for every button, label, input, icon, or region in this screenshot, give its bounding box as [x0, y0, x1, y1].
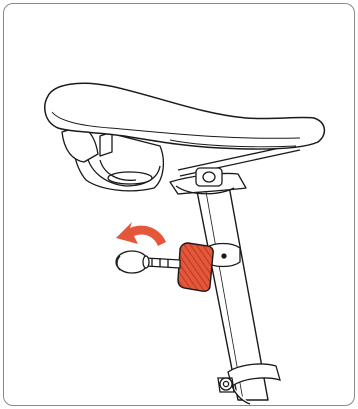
rotation-arrow-icon: [116, 222, 166, 246]
mounting-screw: [116, 251, 180, 273]
saddle-rails: [170, 144, 300, 194]
rear-reflector: [178, 243, 213, 291]
